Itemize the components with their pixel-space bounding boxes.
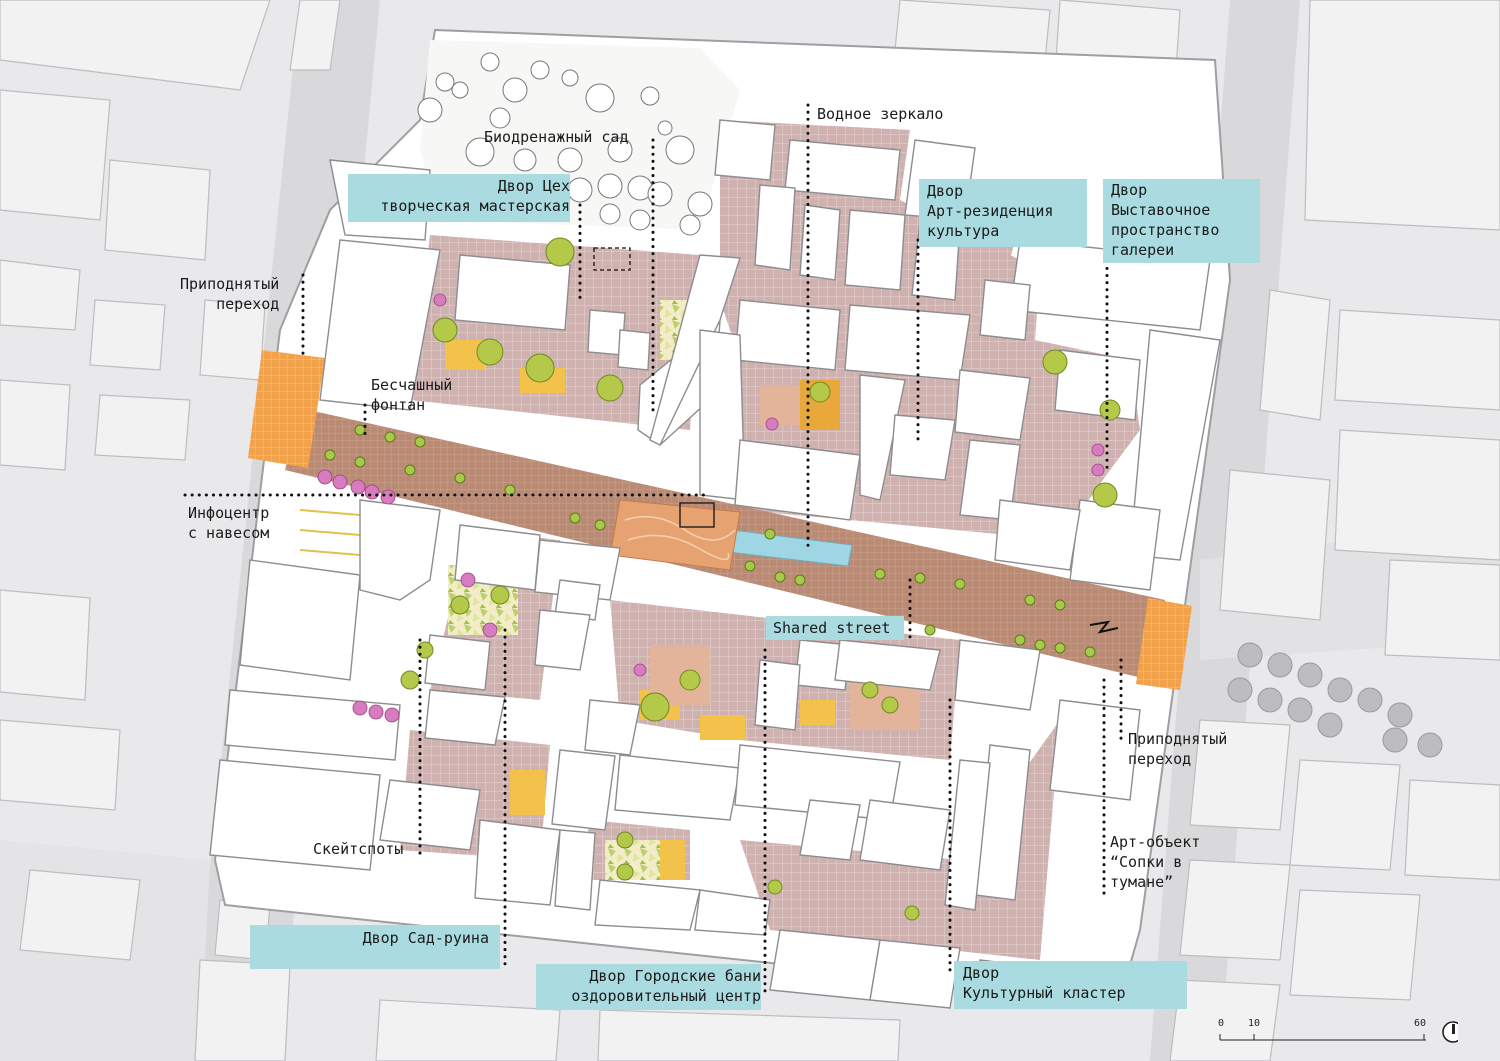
leader-lines [183, 103, 1123, 997]
raised-crossing-east [1136, 598, 1192, 690]
label-infocenter: Инфоцентр с навесом [188, 504, 270, 542]
label-water-mirror: Водное зеркало [817, 105, 944, 123]
callout-gallery: Двор Выставочное пространство галереи [1103, 179, 1260, 263]
callout-shared-street: Shared street [766, 616, 904, 640]
label-gallery: Двор Выставочное пространство галереи [1111, 181, 1220, 259]
label-ruin-garden: Двор Сад-руина [362, 929, 489, 947]
scale-graphic [1219, 1021, 1458, 1043]
label-shared-street: Shared street [773, 619, 891, 637]
scale-tick-10: 10 [1248, 1018, 1261, 1029]
label-bowlless-fountain: Бесчашный фонтан [371, 376, 453, 414]
callout-ruin-garden: Двор Сад-руина [250, 925, 500, 969]
label-culture-cluster: Двор Культурный кластер [963, 964, 1126, 1002]
label-raised-crossing-west: Приподнятый переход [180, 275, 280, 313]
scale-bar: 0 10 60 [1218, 1018, 1458, 1052]
label-art-residence: Двор Арт-резиденция культура [927, 182, 1054, 240]
street-trees [324, 424, 1096, 658]
callout-tseh: Двор Цех творческая мастерская [348, 174, 570, 222]
plaza-trees [417, 52, 713, 236]
north-arrow-icon [1442, 1021, 1458, 1043]
art-object-icon [1089, 620, 1119, 634]
label-art-object: Арт-объект “Сопки в тумане” [1110, 833, 1201, 891]
label-skatespots: Скейтспоты [313, 840, 404, 858]
label-raised-crossing-east: Приподнятый переход [1128, 730, 1228, 768]
scale-tick-0: 0 [1218, 1018, 1225, 1029]
callout-city-baths: Двор Городские бани оздоровительный цент… [536, 964, 761, 1010]
label-city-baths: Двор Городские бани оздоровительный цент… [571, 967, 761, 1005]
callout-art-residence: Двор Арт-резиденция культура [919, 179, 1087, 247]
outside-trees [1227, 642, 1443, 758]
skate-markings [299, 509, 361, 556]
green-trees [400, 237, 1121, 921]
label-biodrainage-garden: Биодренажный сад [484, 128, 629, 146]
raised-crossing-west [248, 350, 325, 468]
label-tseh: Двор Цех творческая мастерская [380, 177, 570, 215]
callout-culture-cluster: Двор Культурный кластер [954, 961, 1187, 1009]
scale-tick-60: 60 [1414, 1018, 1427, 1029]
